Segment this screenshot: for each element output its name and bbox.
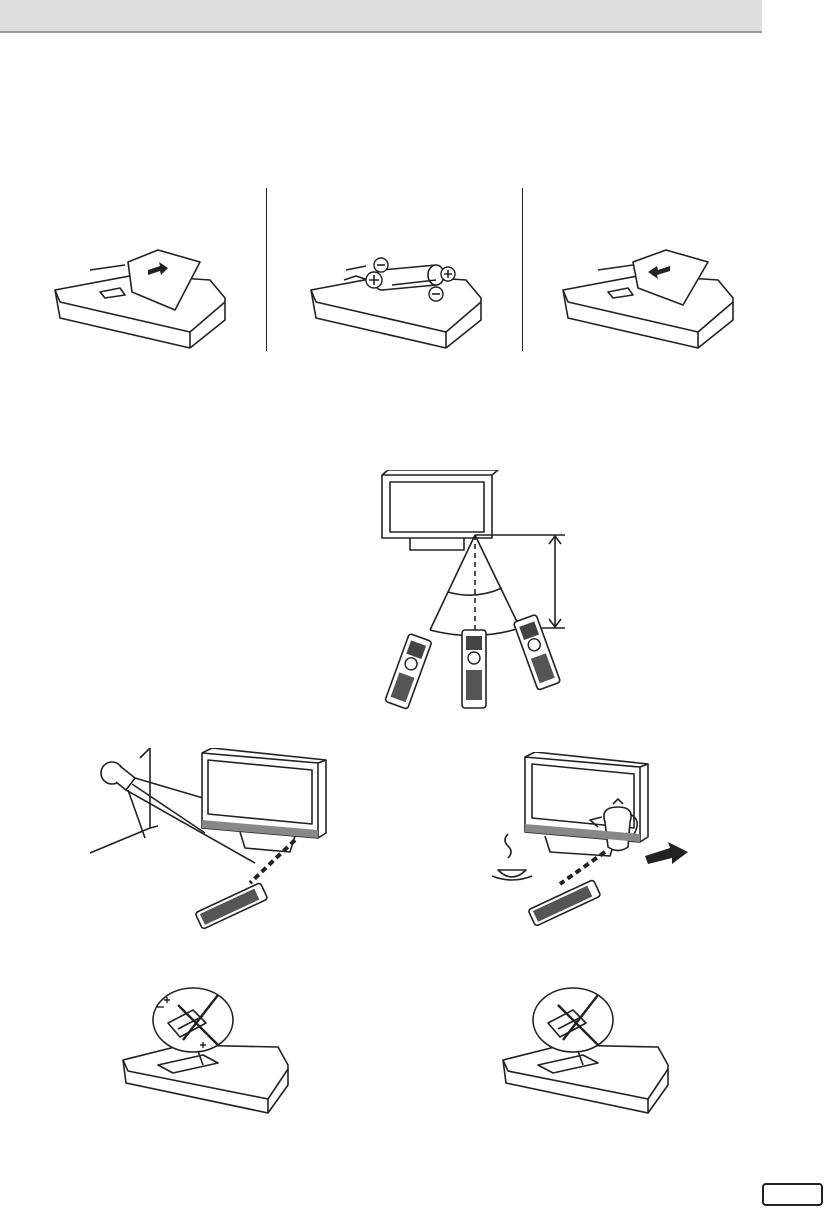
step-divider: [522, 188, 523, 351]
obstacle-caution-illustration: [490, 752, 710, 937]
operating-range-diagram: [380, 470, 580, 715]
mixed-batteries-caution-illustration: [498, 985, 678, 1120]
header-band: [0, 0, 762, 31]
mixed-polarity-caution-illustration: [118, 985, 298, 1120]
blocked-arrow-icon: [645, 842, 688, 864]
remote-control-icon: [385, 633, 432, 709]
tv-icon: [382, 475, 492, 538]
remote-control-icon: [195, 883, 268, 930]
steam-icon: [505, 834, 511, 858]
open-cover-illustration: [40, 240, 250, 355]
page-number-tab: [762, 1183, 823, 1206]
insert-batteries-illustration: [296, 240, 511, 355]
header-rule: [0, 31, 762, 33]
step-divider: [266, 188, 267, 351]
kettle-icon: [604, 807, 631, 851]
remote-control-icon: [528, 880, 601, 927]
direct-light-caution-illustration: [90, 748, 335, 933]
close-cover-illustration: [548, 240, 758, 355]
remote-control-icon: [462, 630, 486, 708]
cup-icon: [498, 870, 526, 877]
